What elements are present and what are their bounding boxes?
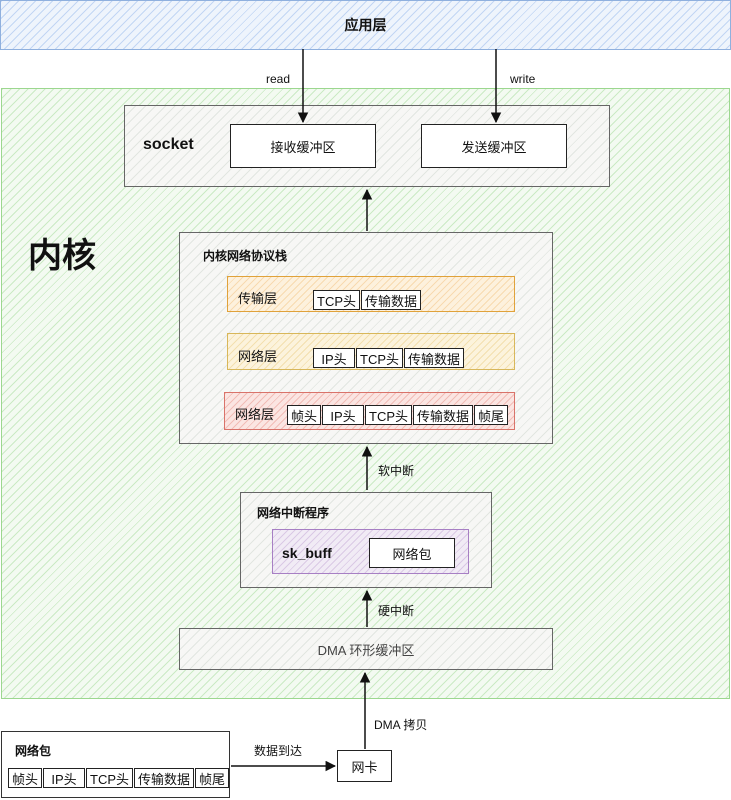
packet-cells: 帧头 IP头 TCP头 传输数据 帧尾 (8, 768, 230, 788)
frame-header-cell: 帧头 (8, 768, 43, 788)
frame-trailer-cell: 帧尾 (195, 768, 230, 788)
send-buffer: 发送缓冲区 (421, 124, 567, 168)
socket-label: socket (143, 136, 194, 153)
application-layer-label: 应用层 (344, 17, 387, 33)
link-layer-cells: 帧头 IP头 TCP头 传输数据 帧尾 (287, 405, 509, 425)
dma-ring-buffer: DMA 环形缓冲区 (179, 628, 553, 670)
network-layer-cells: IP头 TCP头 传输数据 (313, 348, 465, 368)
write-arrow-label: write (510, 72, 536, 86)
ip-header-cell: IP头 (313, 348, 355, 368)
ip-header-cell: IP头 (43, 768, 86, 788)
tcp-header-cell: TCP头 (365, 405, 413, 425)
payload-cell: 传输数据 (134, 768, 195, 788)
dma-ring-buffer-label: DMA 环形缓冲区 (317, 642, 415, 658)
network-layer-label: 网络层 (238, 349, 278, 364)
payload-cell: 传输数据 (404, 348, 465, 368)
nic-box: 网卡 (337, 750, 392, 782)
read-arrow-label: read (266, 72, 291, 86)
network-layer-box (227, 333, 515, 370)
transport-layer-label: 传输层 (238, 291, 278, 306)
frame-trailer-cell: 帧尾 (474, 405, 509, 425)
ip-header-cell: IP头 (322, 405, 365, 425)
sk-buff-label: sk_buff (282, 545, 332, 561)
transport-layer-cells: TCP头 传输数据 (313, 290, 422, 310)
interrupt-handler-title: 网络中断程序 (257, 506, 330, 520)
hard-irq-label: 硬中断 (378, 604, 415, 618)
packet-title: 网络包 (15, 744, 52, 758)
dma-copy-label: DMA 拷贝 (374, 718, 428, 732)
frame-header-cell: 帧头 (287, 405, 322, 425)
sk-buff-packet: 网络包 (369, 538, 455, 568)
tcp-header-cell: TCP头 (356, 348, 404, 368)
payload-cell: 传输数据 (413, 405, 474, 425)
receive-buffer: 接收缓冲区 (230, 124, 376, 168)
tcp-header-cell: TCP头 (313, 290, 361, 310)
link-layer-label: 网络层 (235, 407, 275, 422)
protocol-stack-title: 内核网络协议栈 (203, 249, 288, 263)
payload-cell: 传输数据 (361, 290, 422, 310)
kernel-label: 内核 (28, 237, 96, 275)
application-layer: 应用层 (0, 0, 731, 50)
data-arrive-label: 数据到达 (254, 744, 303, 758)
soft-irq-label: 软中断 (378, 464, 415, 478)
tcp-header-cell: TCP头 (86, 768, 134, 788)
